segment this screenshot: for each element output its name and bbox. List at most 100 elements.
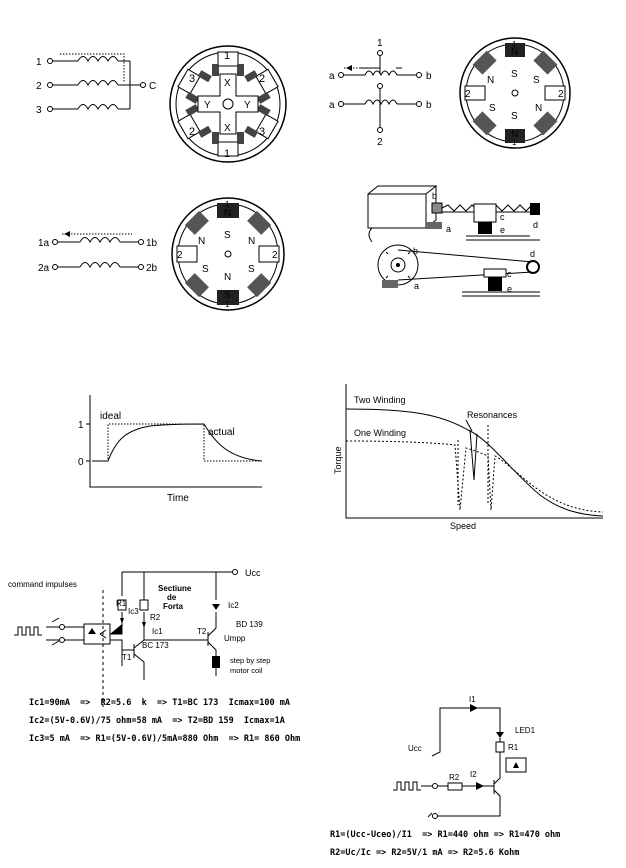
torque-resonances-label: Resonances	[467, 410, 518, 420]
step-response-graph: 1 0 ideal actual Time	[78, 395, 263, 504]
mech-label-c1: c	[500, 212, 505, 222]
circuit2-i2-label: I2	[470, 770, 477, 779]
formula2-line-1: R1=(Ucc-Uceo)/I1 => R1=440 ohm => R1=470…	[330, 830, 561, 840]
circuit1-r2-label: R2	[150, 613, 161, 622]
mech-label-d1: d	[533, 220, 538, 230]
motor2-windings: 1 a b a b 2	[329, 38, 432, 148]
motor1-pole-1: 1	[224, 50, 230, 62]
optocoupler-icon	[83, 623, 111, 645]
formula2-line-2: R2=Uc/Ic => R2=5V/1 mA => R2=5.6 Kohm	[330, 848, 520, 858]
motor1-pole-5: 2	[189, 126, 195, 138]
motor1-pole-3: 3	[259, 126, 265, 138]
motor3-inner-s-top: S	[224, 230, 231, 241]
circuit1-coil-line2: motor coil	[230, 666, 263, 675]
torque-one-winding-label: One Winding	[354, 428, 406, 438]
motor3-inner-s-left: S	[202, 264, 209, 275]
response-y1: 1	[78, 420, 84, 431]
mech-label-e2: e	[507, 284, 512, 294]
motor1-rotor-x-top: X	[224, 78, 231, 89]
motor2-inner-s-right: S	[533, 75, 540, 86]
motor1-rotor-y-right: Y	[244, 100, 251, 111]
motor3-pole-2-right: 2	[272, 250, 278, 261]
circuit1-section-line1: Sectiune	[158, 584, 192, 593]
motor1-common-label: C	[149, 81, 156, 92]
mech-label-a2: a	[414, 281, 419, 291]
circuit1-command-label: command impulses	[8, 580, 77, 589]
circuit1-umpp-label: Umpp	[224, 634, 246, 643]
two-winding-curve	[345, 408, 604, 517]
formula-line-1: Ic1=90mA => R2=5.6 k => T1=BC 173 Icmax=…	[29, 698, 290, 708]
driver-circuit-1: command impulses Ucc R1 Ic3 R2 Ic1 BC 17…	[8, 568, 270, 710]
circuit2-i1-label: I1	[469, 695, 476, 704]
motor1-pole-4: 3	[189, 73, 195, 85]
motor-coil-icon	[212, 656, 220, 668]
motor1-rotor-cross	[197, 73, 259, 135]
pulse-icon	[393, 781, 421, 791]
motor2-b-top: b	[426, 71, 432, 82]
circuit1-r1-label: R1	[116, 599, 127, 608]
circuit2-led-label: LED1	[515, 726, 536, 735]
coil-icon	[79, 262, 121, 269]
pulse-icon	[14, 626, 42, 636]
mech-label-c2: c	[507, 269, 512, 279]
mech-label-a1: a	[446, 224, 451, 234]
circuit1-bd-label: BD 139	[236, 620, 263, 629]
response-actual-label: actual	[208, 427, 235, 438]
coil-icon	[79, 237, 121, 244]
torque-ylabel: Torque	[333, 446, 343, 474]
formula-line-2: Ic2=(5V-0.6V)/75 ohm=58 mA => T2=BD 159 …	[29, 716, 285, 726]
motor2-stator: N 1 2 2 N 1 S N S S N S	[459, 37, 571, 149]
motor2-inner-n-right: N	[535, 103, 542, 114]
motor2-pole-1-top: 1	[512, 40, 517, 49]
motor3-inner-n-bottom: N	[224, 272, 231, 283]
torque-xlabel: Speed	[450, 521, 476, 531]
motor1-terminal-2: 2	[36, 81, 42, 92]
circuit2-r1-label: R1	[508, 743, 519, 752]
motor2-a-bottom: a	[329, 100, 335, 111]
actual-curve	[92, 423, 263, 462]
motor1-rotor-x-bottom: X	[224, 123, 231, 134]
circuit1-coil-line1: step by step	[230, 656, 270, 665]
mech-label-e1: e	[500, 225, 505, 235]
circuit1-t2-label: T2	[197, 627, 207, 636]
circuit1-section-line2: de	[167, 593, 177, 602]
motor3-pole-n-top: N	[224, 208, 231, 219]
motor2-inner-n-left: N	[487, 75, 494, 86]
motor1-pole-6: 1	[224, 148, 230, 160]
motor3-inner-n-right: N	[248, 236, 255, 247]
mechanical-drive-diagram: b c d a e b c d a e	[367, 185, 540, 297]
circuit1-ucc-label: Ucc	[245, 568, 261, 578]
motor2-pole-2-left: 2	[465, 89, 471, 100]
one-winding-curve	[345, 440, 604, 513]
motor3-inner-s-right: S	[248, 264, 255, 275]
circuit2-ucc-label: Ucc	[408, 744, 422, 753]
motor3-term-1a: 1a	[38, 238, 50, 249]
motor1-windings: 1 2 3 C	[36, 53, 156, 116]
motor3-pole-1-top: 1	[225, 200, 230, 209]
motor2-pole-n-bottom: N	[511, 129, 518, 140]
coil-icon	[364, 70, 398, 77]
driver-circuit-2: I1 LED1 R1 Ucc R2 I2	[393, 695, 536, 819]
motor3-pole-2-left: 2	[177, 250, 183, 261]
response-y0: 0	[78, 457, 84, 468]
mech-label-d2: d	[530, 249, 535, 259]
motor2-inner-s-bottom: S	[511, 111, 518, 122]
coil-icon	[77, 80, 119, 87]
coil-icon	[364, 99, 398, 106]
motor2-inner-s-left: S	[489, 103, 496, 114]
motor3-pole-s-bottom: S	[224, 290, 231, 301]
mech-label-b1: b	[432, 191, 437, 201]
motor2-inner-s-top: S	[511, 69, 518, 80]
motor2-pole-2-right: 2	[558, 89, 564, 100]
circuit2-r2-label: R2	[449, 773, 460, 782]
motor3-stator: 1 N 2 2 S 1 S N S N S N	[171, 197, 285, 311]
motor1-pole-2: 2	[259, 73, 265, 85]
motor1-stator: 1 2 3 3 2 1 X Y Y X	[169, 45, 287, 163]
motor3-term-2b: 2b	[146, 263, 158, 274]
motor2-terminal-2: 2	[377, 137, 383, 148]
motor2-pole-n-top: N	[511, 47, 518, 58]
motor2-terminal-1: 1	[377, 38, 383, 49]
torque-two-winding-label: Two Winding	[354, 395, 406, 405]
circuit1-ic1-label: Ic1	[152, 627, 163, 636]
